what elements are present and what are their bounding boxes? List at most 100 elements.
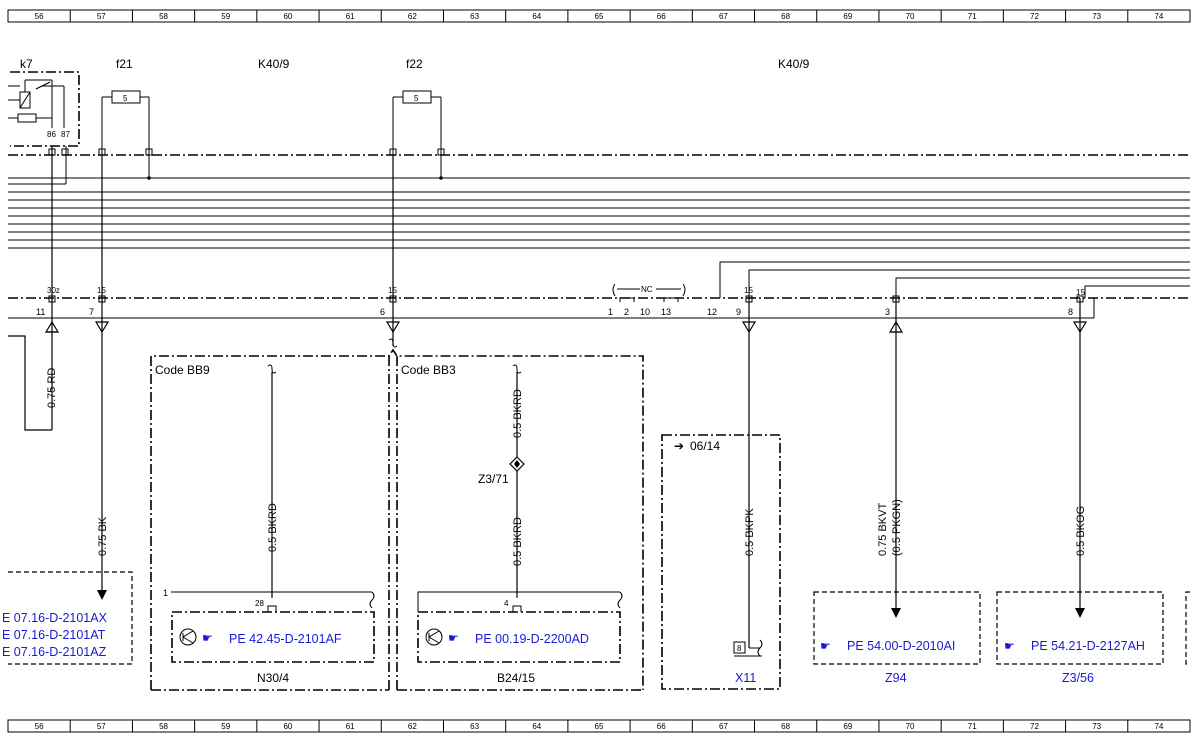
bus-pin-12: 12 bbox=[707, 307, 717, 317]
ruler-cell-67: 67 bbox=[719, 722, 728, 731]
ruler-cell-60: 60 bbox=[283, 722, 292, 731]
ruler-cell-65: 65 bbox=[595, 12, 604, 21]
ref-link-b24[interactable]: PE 00.19-D-2200AD bbox=[475, 632, 589, 646]
ruler-cell-57: 57 bbox=[97, 722, 106, 731]
fuse-box-k40-bus: 30z 15 15 15 15 NC bbox=[8, 146, 1190, 319]
ruler-cell-74: 74 bbox=[1154, 722, 1163, 731]
bus-pin-11: 11 bbox=[36, 307, 45, 317]
relay-k7[interactable]: 86 87 bbox=[8, 71, 80, 147]
bus-pin-10: 10 bbox=[640, 307, 650, 317]
module-z3-56[interactable]: ☛ PE 54.21-D-2127AH bbox=[996, 591, 1164, 665]
ref-link-left-ax[interactable]: E 07.16-D-2101AX bbox=[2, 611, 108, 625]
ruler-cell-70: 70 bbox=[906, 722, 915, 731]
module-z94[interactable]: ☛ PE 54.00-D-2010AI bbox=[813, 591, 981, 665]
fuse-f21[interactable]: 5 bbox=[101, 90, 150, 155]
ref-link-left-at[interactable]: E 07.16-D-2101AT bbox=[2, 628, 106, 642]
ruler-cell-58: 58 bbox=[159, 12, 168, 21]
ruler-cell-69: 69 bbox=[843, 722, 852, 731]
hand-icon-z356: ☛ bbox=[1004, 639, 1015, 653]
module-b24-15[interactable]: 4 ☛ PE 00.19-D-2200AD bbox=[417, 591, 623, 663]
pin-label-28: 28 bbox=[255, 599, 264, 608]
pin-label-4: 4 bbox=[504, 599, 509, 608]
ruler-frame bbox=[7, 9, 1191, 23]
ruler-cell-59: 59 bbox=[221, 12, 230, 21]
wire-f22[interactable] bbox=[385, 155, 401, 348]
wire-label-075bkvt: 0.75 BKVT bbox=[877, 503, 889, 556]
left-reference-box[interactable]: E 07.16-D-2101AX E 07.16-D-2101AT E 07.1… bbox=[2, 571, 133, 665]
ruler-cell-58: 58 bbox=[159, 722, 168, 731]
fuse-f22[interactable]: 5 bbox=[392, 90, 442, 155]
bus-pin-numbers: 11 7 6 1 2 10 13 12 9 3 8 bbox=[36, 307, 1073, 317]
ruler-cell-66: 66 bbox=[657, 722, 666, 731]
ruler-cell-60: 60 bbox=[283, 12, 292, 21]
ruler-cell-64: 64 bbox=[532, 12, 541, 21]
ruler-cell-68: 68 bbox=[781, 12, 790, 21]
ruler-cell-56: 56 bbox=[35, 722, 44, 731]
ruler-cell-62: 62 bbox=[408, 722, 417, 731]
module-name-x11[interactable]: X11 bbox=[735, 671, 756, 685]
connector-x11[interactable]: ➔ 06/14 8 bbox=[661, 434, 781, 690]
ruler-cell-74: 74 bbox=[1154, 12, 1163, 21]
ruler-cell-67: 67 bbox=[719, 12, 728, 21]
bus-pin-9: 9 bbox=[736, 307, 741, 317]
component-label-f22: f22 bbox=[406, 57, 423, 71]
wire-z94-bkvt[interactable]: 0.75 BKVT (0.5 PKGN) bbox=[877, 298, 904, 618]
ruler-cell-72: 72 bbox=[1030, 12, 1039, 21]
pin-label-8: 8 bbox=[737, 644, 742, 653]
ref-link-left-az[interactable]: E 07.16-D-2101AZ bbox=[2, 645, 107, 659]
wire-f21-bk[interactable]: 0.75 BK bbox=[94, 155, 110, 600]
wire-label-05bkpk: 0.5 BKPK bbox=[744, 508, 756, 556]
code-bb3-label: Code BB3 bbox=[401, 363, 456, 377]
wire-label-05bkog: 0.5 BKOG bbox=[1075, 506, 1087, 556]
ref-link-z356[interactable]: PE 54.21-D-2127AH bbox=[1031, 639, 1145, 653]
wire-label-05bkrd-bb3-lower: 0.5 BKRD bbox=[512, 517, 524, 566]
hand-icon-b24: ☛ bbox=[448, 631, 459, 645]
ruler-cell-71: 71 bbox=[968, 722, 977, 731]
wire-label-05pkgn: (0.5 PKGN) bbox=[891, 499, 903, 556]
module-n30-4[interactable]: 1 28 ☛ PE 42.45-D-2101AF bbox=[163, 588, 375, 663]
code-group-frame bbox=[150, 348, 644, 691]
bus-pin-6: 6 bbox=[380, 307, 385, 317]
fuse-f22-value: 5 bbox=[414, 94, 419, 103]
ref-link-z94[interactable]: PE 54.00-D-2010AI bbox=[847, 639, 955, 653]
pin-30z: 30z bbox=[47, 286, 60, 295]
wire-label-05bkrd-bb3-upper: 0.5 BKRD bbox=[512, 389, 524, 438]
hand-icon-z94: ☛ bbox=[820, 639, 831, 653]
ruler-cell-73: 73 bbox=[1092, 722, 1101, 731]
ruler-cell-61: 61 bbox=[346, 722, 355, 731]
ruler-cell-63: 63 bbox=[470, 722, 479, 731]
ruler-cell-61: 61 bbox=[346, 12, 355, 21]
pin-15-d: 15 bbox=[1076, 288, 1085, 297]
wire-30z-rd[interactable]: 0.75 RD bbox=[8, 146, 60, 431]
code-bb9-label: Code BB9 bbox=[155, 363, 210, 377]
ruler-cell-63: 63 bbox=[470, 12, 479, 21]
ruler-frame bbox=[7, 719, 1191, 733]
ruler-cell-62: 62 bbox=[408, 12, 417, 21]
ruler-cell-69: 69 bbox=[843, 12, 852, 21]
ruler-cell-72: 72 bbox=[1030, 722, 1039, 731]
module-name-z356[interactable]: Z3/56 bbox=[1062, 671, 1094, 685]
bus-pin-8: 8 bbox=[1068, 307, 1073, 317]
ruler-cell-56: 56 bbox=[35, 12, 44, 21]
wire-bb3-bkrd[interactable]: 0.5 BKRD 0.5 BKRD bbox=[509, 364, 525, 598]
ruler-cell-65: 65 bbox=[595, 722, 604, 731]
module-name-z94[interactable]: Z94 bbox=[885, 671, 907, 685]
component-label-k40-left: K40/9 bbox=[258, 57, 290, 71]
ruler-cell-57: 57 bbox=[97, 12, 106, 21]
wire-z356-bkog[interactable]: 0.5 BKOG bbox=[1072, 298, 1088, 618]
wire-bb9-bkrd[interactable]: 0.5 BKRD bbox=[267, 364, 279, 598]
relay-pin-87: 87 bbox=[61, 130, 70, 139]
nc-label: NC bbox=[641, 285, 653, 294]
component-label-f21: f21 bbox=[116, 57, 133, 71]
splice-label-z371: Z3/71 bbox=[478, 472, 509, 486]
hand-icon-n30: ☛ bbox=[202, 631, 213, 645]
relay-pin-86: 86 bbox=[47, 130, 56, 139]
pin-label-1: 1 bbox=[163, 588, 168, 598]
ref-link-n30[interactable]: PE 42.45-D-2101AF bbox=[229, 632, 342, 646]
jump-ref-0614[interactable]: 06/14 bbox=[690, 439, 720, 453]
wire-x11-bkpk[interactable]: 0.5 BKPK bbox=[741, 298, 757, 648]
ruler-cell-64: 64 bbox=[532, 722, 541, 731]
ruler-cell-68: 68 bbox=[781, 722, 790, 731]
